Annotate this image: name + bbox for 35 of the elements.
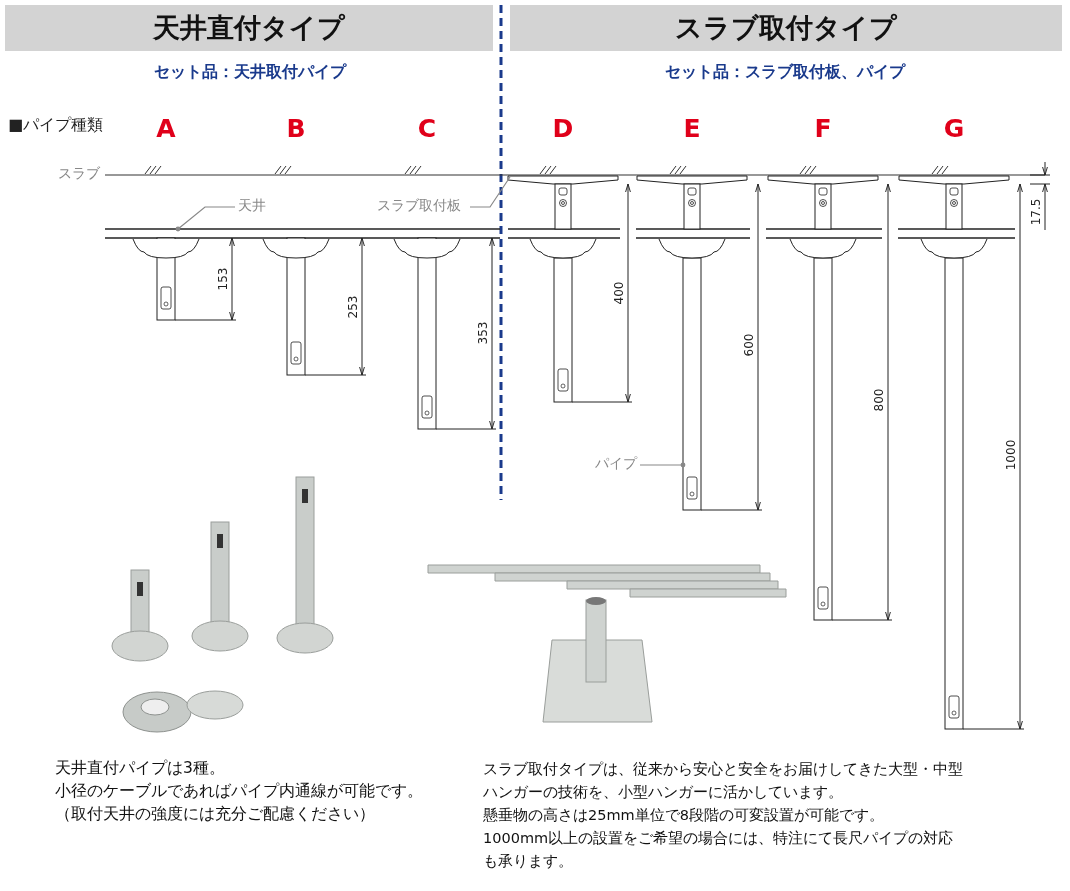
leader-label: スラブ取付板 (377, 197, 461, 215)
pipe-type-letter: B (286, 114, 306, 143)
pipe-type-letter: C (417, 114, 437, 143)
pipe-type-letter: F (814, 114, 832, 143)
note-text: （取付天井の強度には充分ご配慮ください） (55, 804, 375, 825)
pipe-type-letter: A (156, 114, 176, 143)
header-band: スラブ取付タイプ (510, 5, 1062, 51)
dimension-value: 400 (612, 281, 626, 305)
dimension-value: 253 (346, 295, 360, 319)
leader-label: 天井 (238, 197, 266, 215)
subtitle: セット品：天井取付パイプ (154, 62, 346, 83)
description-text: 1000mm以上の設置をご希望の場合には、特注にて長尺パイプの対応も承ります。 (483, 829, 955, 871)
header-band: 天井直付タイプ (5, 5, 493, 51)
pipe-type-letter: E (683, 114, 701, 143)
dimension-value: 153 (216, 267, 230, 291)
subtitle: セット品：スラブ取付板、パイプ (665, 62, 905, 83)
dimension-value: 1000 (1004, 439, 1018, 471)
section-heading: ■パイプ種類 (8, 115, 104, 136)
note-text: 小径のケーブルであればパイプ内通線が可能です。 (55, 781, 423, 802)
description-text: 懸垂物の高さは25mm単位で8段階の可変設置が可能です。 (483, 806, 885, 825)
dimension-value: 600 (742, 333, 756, 357)
leader-line (175, 206, 236, 232)
ceiling-line (104, 228, 501, 239)
pipe-type-letter: G (943, 114, 965, 143)
pipe-type-letter: D (552, 114, 574, 143)
slab-label: スラブ (58, 165, 100, 183)
mounting-plate (507, 175, 619, 185)
dimension-value: 800 (872, 388, 886, 412)
leader-label: パイプ (595, 455, 637, 473)
note-text: 天井直付パイプは3種。 (55, 758, 225, 779)
dimension-value: 17.5 (1029, 198, 1043, 226)
description-text: スラブ取付タイプは、従来から安心と安全をお届けしてきた大型・中型ハンガーの技術を、小型ハンガーに活かしています。 (483, 760, 963, 802)
dimension-value: 353 (476, 321, 490, 345)
leader-line (639, 462, 686, 468)
leader-line (469, 176, 511, 208)
